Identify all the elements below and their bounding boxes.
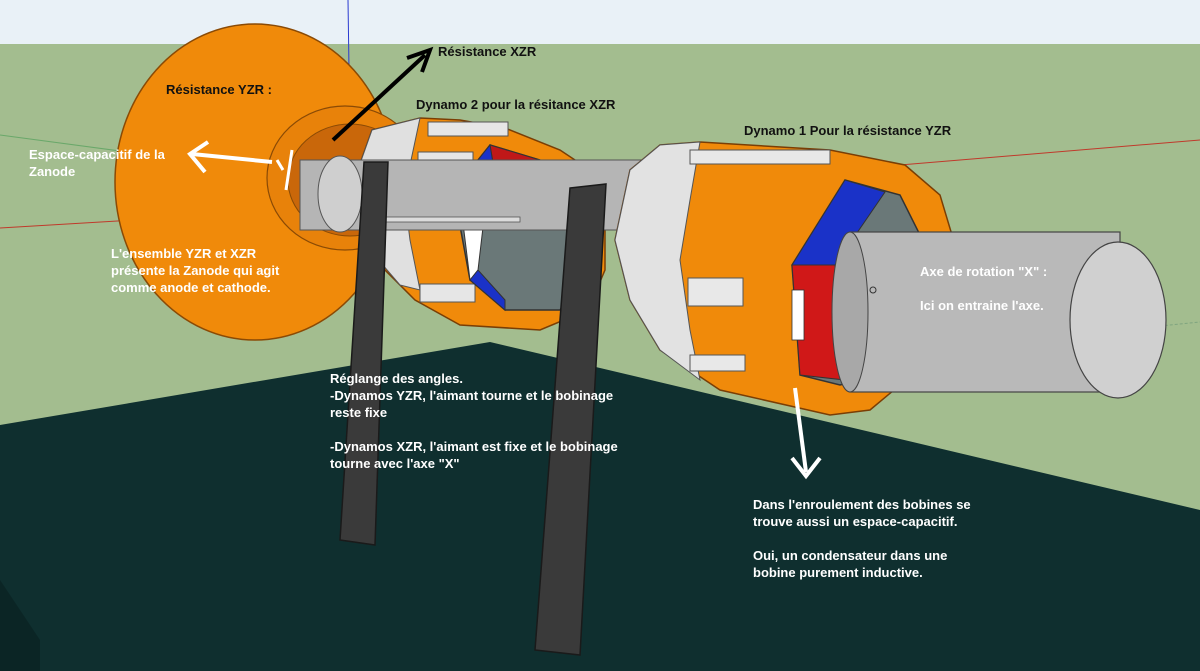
label-reglage-angles: Réglange des angles. -Dynamos YZR, l'aim…	[330, 371, 618, 471]
label-dynamo-2: Dynamo 2 pour la résitance XZR	[416, 97, 616, 112]
arrow-espace-capacitif	[191, 152, 273, 164]
label-espace-capacitif: Espace-capacitif de la Zanode	[29, 147, 165, 179]
shaft-end-left	[317, 155, 363, 233]
label-resistance-yzr: Résistance YZR :	[166, 82, 272, 97]
shaft-rod	[379, 216, 521, 223]
arrow-enroulement-head	[790, 456, 822, 480]
label-enroulement: Dans l'enroulement des bobines se trouve…	[753, 497, 971, 580]
arrow-espace-capacitif-head	[187, 140, 210, 174]
support-post-right	[534, 183, 607, 656]
arrow-resistance-xzr	[331, 53, 427, 142]
label-ensemble-zanode: L'ensemble YZR et XZR présente la Zanode…	[111, 246, 280, 295]
arrow-resistance-xzr-head	[406, 46, 434, 73]
floor-edge	[0, 580, 40, 671]
capacitor-gap-marks	[275, 149, 294, 191]
label-dynamo-1: Dynamo 1 Pour la résistance YZR	[744, 123, 952, 138]
support-post-left	[339, 161, 389, 546]
axis-line-red-right	[899, 139, 1200, 166]
floor-plane	[0, 342, 1200, 671]
sky	[0, 0, 1200, 44]
label-resistance-xzr: Résistance XZR	[438, 44, 537, 59]
rotation-axis-x	[831, 231, 1167, 399]
arrow-enroulement	[793, 387, 808, 473]
label-axe-rotation: Axe de rotation "X" : Ici on entraine l'…	[920, 264, 1048, 313]
